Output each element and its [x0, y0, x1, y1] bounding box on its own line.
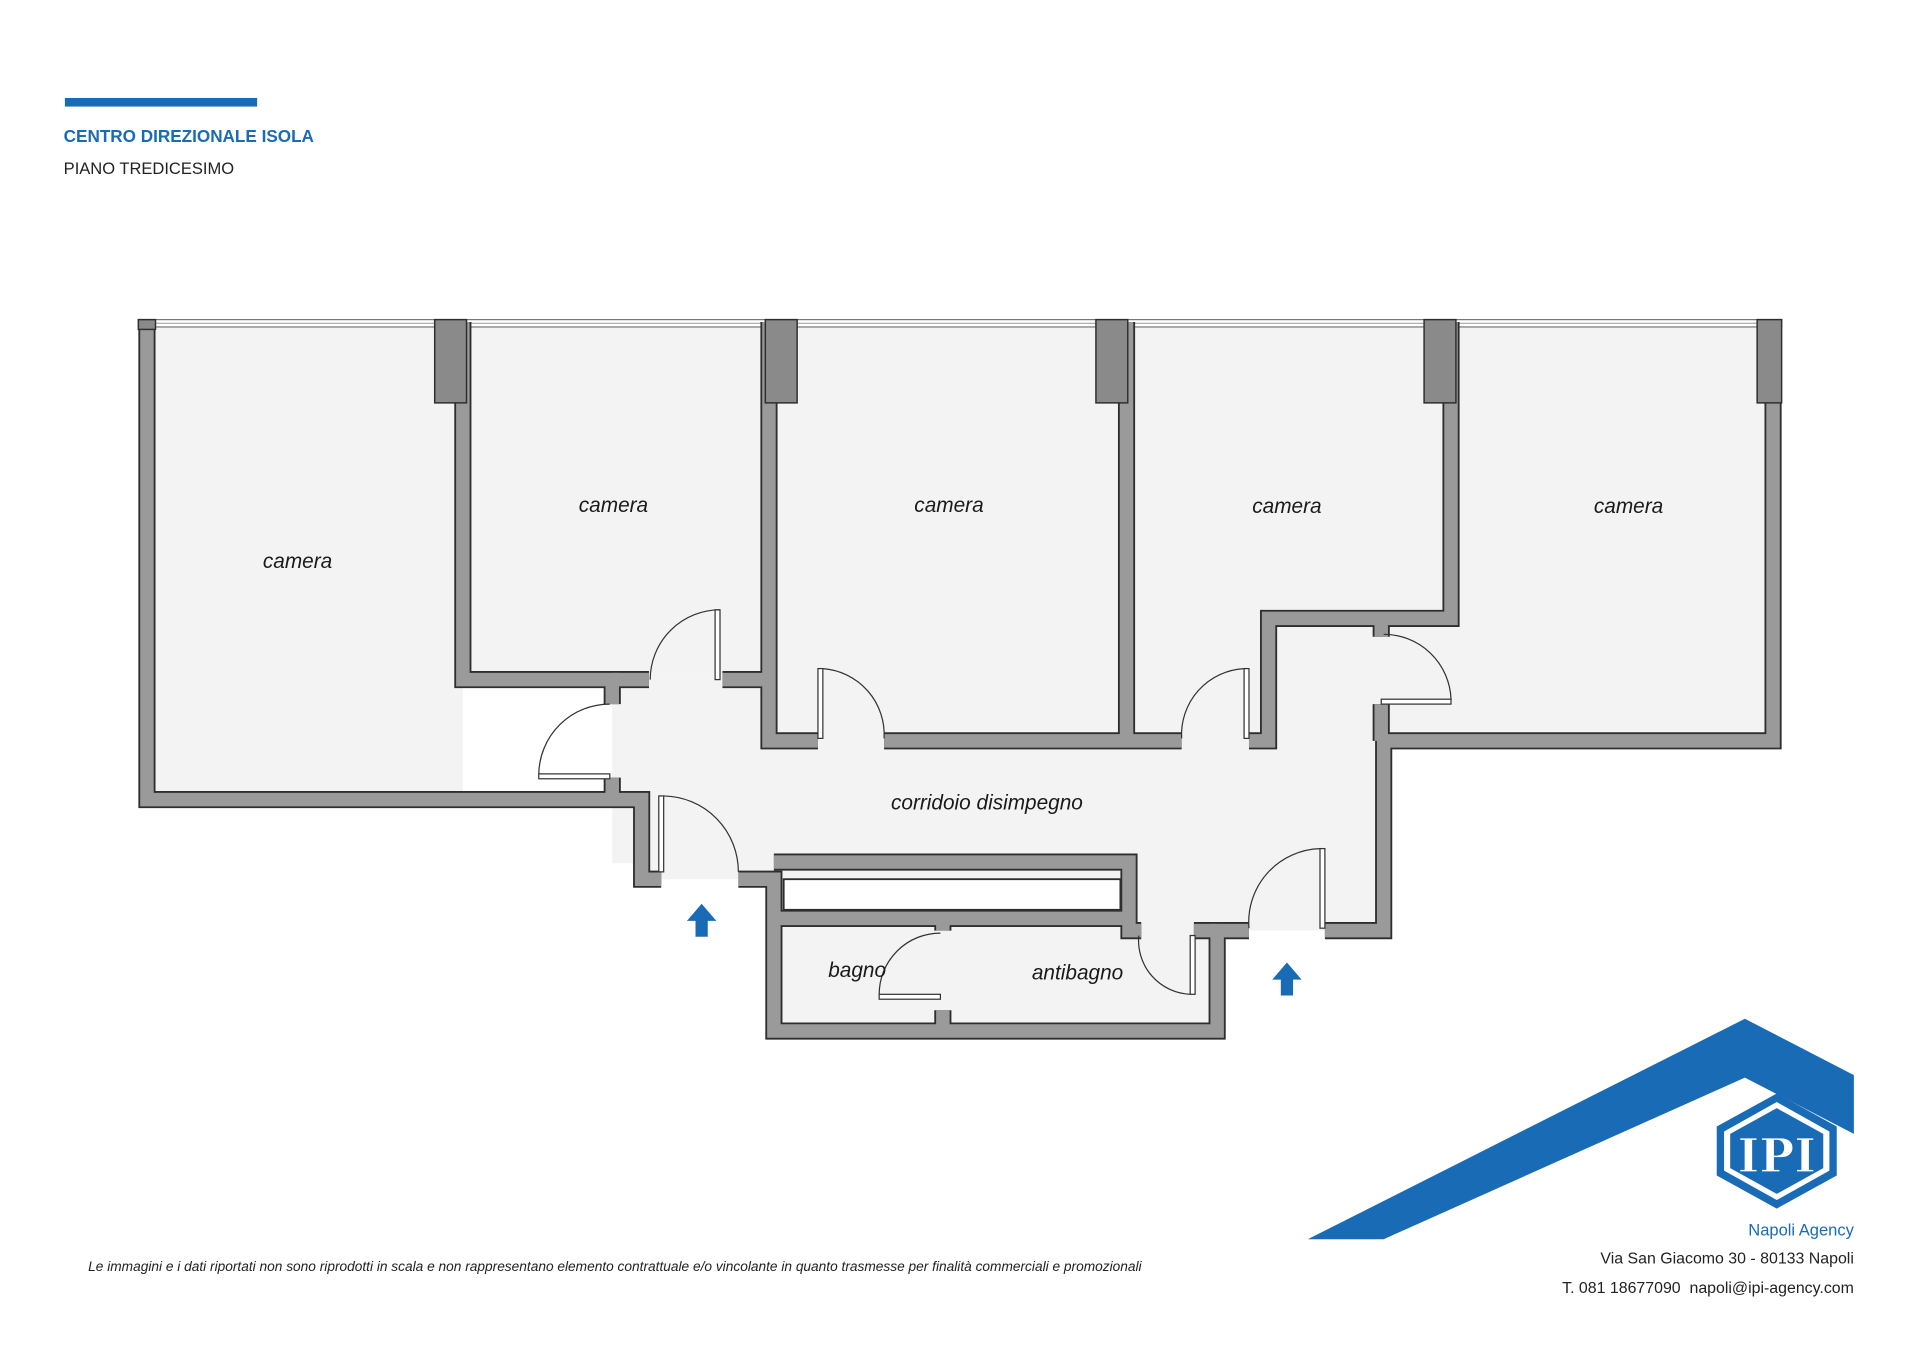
agency-address: Via San Giacomo 30 - 80133 Napoli	[1600, 1251, 1853, 1268]
entrance-arrow-icon	[1272, 962, 1302, 996]
room-label-camera: camera	[263, 550, 332, 573]
room-label-antibagno: antibagno	[1032, 962, 1123, 985]
room-label-bagno: bagno	[828, 959, 886, 982]
room-label-corridor: corridoio disimpegno	[891, 791, 1083, 814]
doors	[538, 609, 1452, 1000]
agency-contact: T. 081 18677090 napoli@ipi-agency.com	[1562, 1280, 1854, 1297]
windows	[137, 319, 1783, 328]
walls	[137, 318, 1783, 1040]
floor-subtitle: PIANO TREDICESIMO	[64, 159, 235, 178]
logo-letters: IPI	[1737, 1128, 1815, 1183]
room-label-camera: camera	[1594, 495, 1663, 518]
disclaimer: Le immagini e i dati riportati non sono …	[88, 1259, 1142, 1274]
room-label-camera: camera	[579, 494, 648, 517]
agency-name: Napoli Agency	[1748, 1221, 1854, 1240]
room-label-camera: camera	[1252, 495, 1321, 518]
building-title: CENTRO DIREZIONALE ISOLA	[64, 126, 314, 146]
header-accent-bar	[64, 97, 258, 107]
room-label-camera: camera	[914, 494, 983, 517]
entrance-arrow-icon	[686, 903, 717, 937]
agency-logo: IPI	[1307, 1018, 1854, 1240]
